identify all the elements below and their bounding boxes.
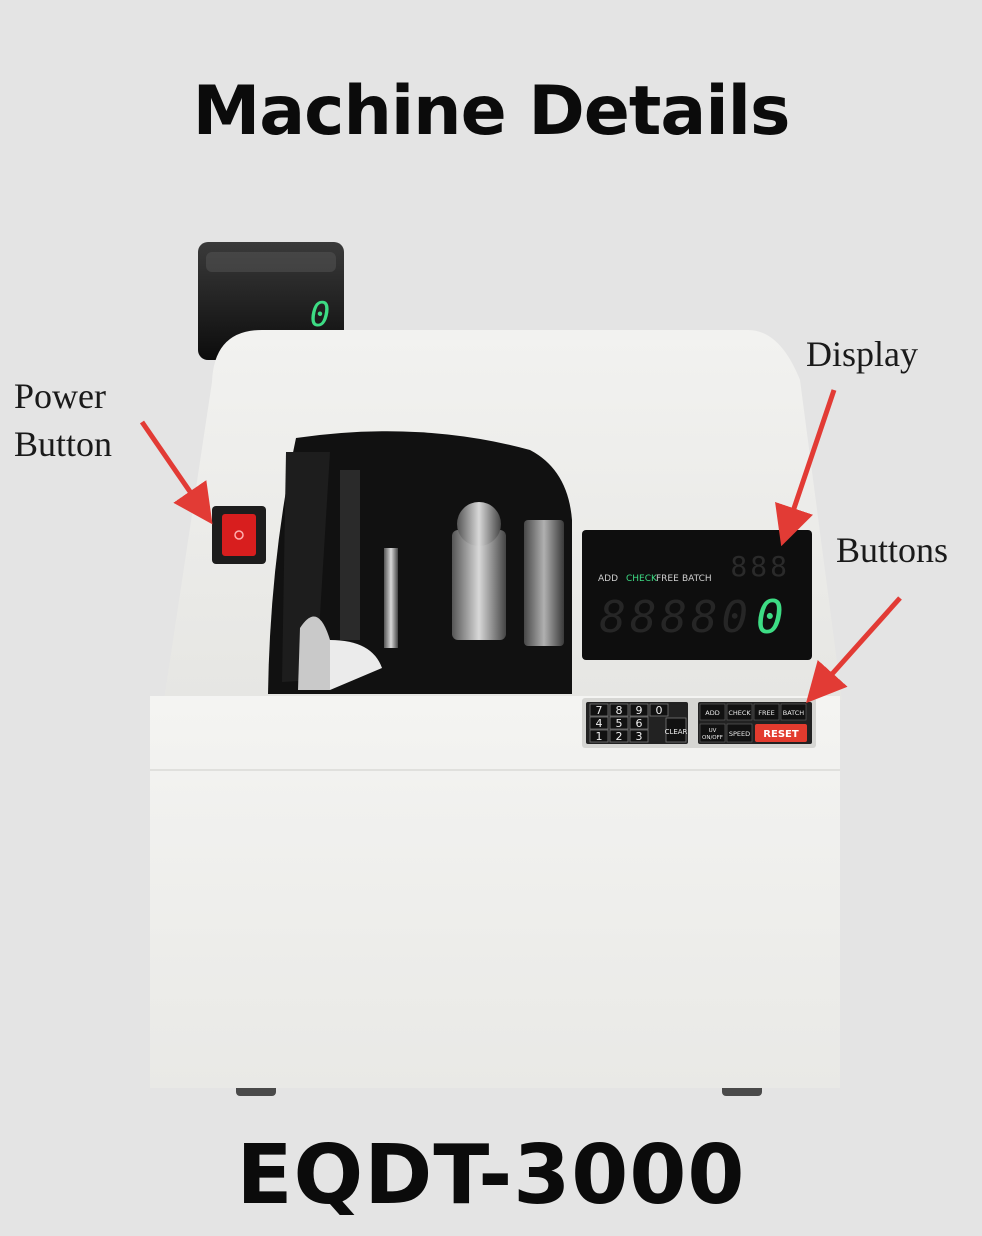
page-title: Machine Details (192, 72, 791, 151)
key-1-label: 1 (596, 730, 603, 743)
reset-key-label: RESET (763, 729, 799, 740)
fn-key-check-label: CHECK (728, 709, 751, 717)
mode-label-add: ADD (598, 574, 618, 584)
key-1[interactable] (589, 729, 609, 743)
key-9[interactable] (629, 703, 649, 717)
key-0[interactable] (649, 703, 669, 717)
key-7[interactable] (589, 703, 609, 717)
note-tray (330, 640, 382, 690)
fn-key-add[interactable] (699, 703, 726, 721)
clear-key-label: CLEAR (665, 728, 688, 736)
batch-digits: 888 (730, 550, 790, 583)
key-9-label: 9 (636, 704, 643, 717)
key-6-label: 6 (636, 717, 643, 730)
display-arrow (775, 389, 837, 547)
fn-key-free-label: FREE (758, 709, 774, 717)
fn-key-batch-label: BATCH (783, 709, 805, 717)
machine-front-body (150, 696, 840, 1088)
key-4[interactable] (589, 716, 609, 730)
power-switch[interactable] (222, 514, 256, 556)
key-8-label: 8 (616, 704, 623, 717)
hopper-guide-1 (340, 470, 360, 640)
reset-key[interactable] (755, 724, 807, 742)
key-2[interactable] (609, 729, 629, 743)
fn-key-batch[interactable] (780, 703, 807, 721)
feed-roller (524, 520, 564, 646)
main-display-panel (582, 530, 812, 660)
mode-label-free: FREE (656, 574, 679, 584)
clear-key[interactable] (665, 717, 687, 743)
count-digit-lit: 0 (756, 590, 784, 644)
note-stopper (384, 548, 398, 648)
speed-key-label: SPEED (729, 730, 750, 738)
key-5-label: 5 (616, 717, 623, 730)
power-callout-line-1: Power (14, 376, 106, 416)
fn-key-free[interactable] (753, 703, 780, 721)
key-8[interactable] (609, 703, 629, 717)
key-2-label: 2 (616, 730, 623, 743)
key-7-label: 7 (596, 704, 603, 717)
key-0-label: 0 (656, 704, 663, 717)
power-arrow (139, 420, 213, 525)
feed-wheel (298, 616, 330, 690)
power-callout-line-2: Button (14, 424, 113, 464)
fn-key-add-label: ADD (705, 709, 719, 717)
roller-top (457, 502, 501, 546)
fn-key-check[interactable] (726, 703, 753, 721)
key-3[interactable] (629, 729, 649, 743)
buttons-arrow (806, 596, 902, 704)
mode-label-check: CHECK (626, 574, 658, 584)
pole-display-glare (206, 252, 336, 272)
display-callout: Display (806, 334, 918, 374)
pole-display-digit: 0 (310, 295, 330, 335)
key-6[interactable] (629, 716, 649, 730)
uv-key[interactable] (699, 723, 726, 743)
power-icon (234, 530, 244, 540)
uv-key-label-0: UV (709, 728, 717, 734)
roller-shaft (452, 530, 506, 640)
mode-label-batch: BATCH (682, 574, 712, 584)
buttons-callout: Buttons (836, 530, 949, 570)
key-4-label: 4 (596, 717, 603, 730)
speed-key[interactable] (726, 723, 753, 743)
key-5[interactable] (609, 716, 629, 730)
uv-key-label-1: ON/OFF (702, 735, 723, 741)
power-button-callout: Power Button (14, 372, 112, 468)
count-digits-ghost: 88880 (600, 592, 752, 643)
key-3-label: 3 (636, 730, 643, 743)
model-name: EQDT-3000 (236, 1128, 746, 1223)
